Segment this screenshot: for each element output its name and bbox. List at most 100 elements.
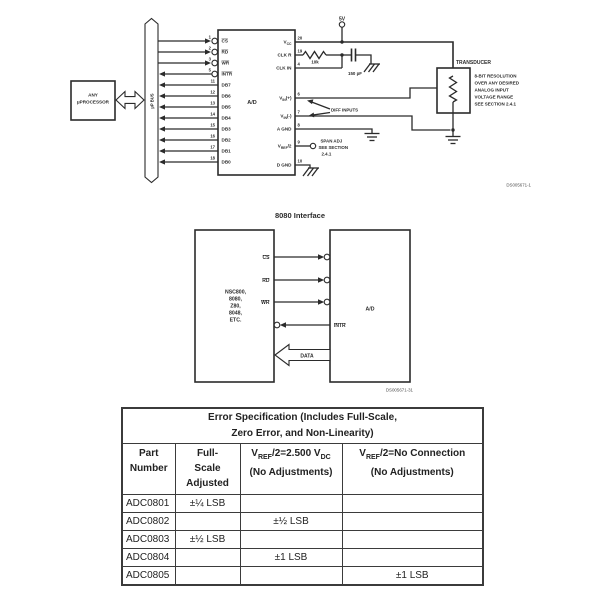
span-adjust: SPAN ADJ SEE SECTION 2.4.1	[295, 139, 348, 157]
svg-text:DB0: DB0	[222, 160, 232, 165]
part-cell: ADC0804	[121, 548, 176, 567]
clock-rc-network: 10k 150 pF	[295, 48, 380, 76]
svg-text:8048,: 8048,	[229, 311, 243, 317]
figure-reference: DS005671-1	[506, 183, 531, 188]
svg-text:20: 20	[298, 36, 303, 41]
svg-text:DATA: DATA	[300, 353, 314, 359]
chassis-ground-icon	[363, 63, 380, 73]
vref-nc-cell	[341, 494, 484, 513]
svg-text:RD: RD	[262, 278, 270, 284]
ad-converter-chip: A/D	[217, 29, 296, 176]
signal-rd: RD	[262, 276, 331, 284]
signal-cs: CS	[263, 253, 331, 261]
svg-text:1: 1	[209, 35, 212, 40]
processor-box: ANY µPROCESSOR	[70, 80, 116, 121]
svg-text:NSC800,: NSC800,	[225, 290, 247, 296]
svg-text:16: 16	[210, 134, 215, 139]
header-vref-set: VREF/2=2.500 VDC (No Adjustments)	[239, 443, 343, 495]
svg-text:Z80,: Z80,	[230, 304, 241, 310]
resistor-10k	[302, 50, 327, 60]
svg-text:14: 14	[210, 112, 215, 117]
svg-text:DB4: DB4	[222, 116, 232, 121]
part-cell: ADC0803	[121, 530, 176, 549]
svg-text:2: 2	[209, 46, 212, 51]
svg-text:A GND: A GND	[277, 127, 292, 132]
svg-text:3: 3	[209, 57, 212, 62]
vref-nc-cell	[341, 512, 484, 531]
svg-text:DB7: DB7	[222, 83, 232, 88]
table-caption-row: Error Specification (Includes Full-Scale…	[121, 407, 484, 444]
part-cell: ADC0801	[121, 494, 176, 513]
svg-text:6: 6	[298, 92, 301, 97]
header-vref-nc: VREF/2=No Connection (No Adjustments)	[341, 443, 484, 495]
left-pin-numbers: 1 2 3 5 11 12 13 14 15 16 17 18	[209, 35, 216, 161]
svg-text:INTR: INTR	[334, 323, 346, 329]
svg-text:DB1: DB1	[222, 149, 232, 154]
svg-text:CS: CS	[222, 39, 228, 44]
bus-label: µP BUS	[150, 93, 155, 108]
svg-text:10: 10	[298, 159, 303, 164]
vref-set-cell: ±1 LSB	[239, 548, 343, 567]
potentiometer	[448, 75, 458, 103]
svg-text:DB2: DB2	[222, 138, 232, 143]
processor-label-line1: ANY	[88, 93, 98, 98]
table-header-row: Part Number Full- Scale Adjusted VREF/2=…	[121, 443, 484, 495]
capacitor-label: 150 pF	[348, 71, 362, 76]
svg-text:7: 7	[298, 110, 301, 115]
analog-input-wires: DIFF INPUTS	[295, 85, 451, 131]
ad-block: A/D	[329, 229, 411, 383]
supply-label: 5V	[339, 17, 346, 23]
svg-text:DB5: DB5	[222, 105, 232, 110]
svg-text:15: 15	[210, 123, 215, 128]
svg-text:RD: RD	[222, 50, 229, 55]
svg-text:17: 17	[210, 145, 215, 150]
svg-text:9: 9	[298, 140, 301, 145]
digital-ground	[295, 164, 319, 177]
vref-set-cell: ±½ LSB	[239, 512, 343, 531]
chassis-ground-icon	[302, 167, 319, 177]
chip-label: A/D	[247, 100, 257, 106]
supply-5v: 5V	[338, 17, 346, 44]
svg-text:13: 13	[210, 101, 215, 106]
microprocessor-bus: µP BUS	[144, 17, 159, 184]
svg-text:4: 4	[298, 62, 301, 67]
svg-text:ANALOG INPUT: ANALOG INPUT	[475, 88, 510, 93]
full-scale-cell: ±½ LSB	[174, 530, 241, 549]
svg-text:CLK R: CLK R	[277, 53, 292, 58]
svg-text:DB3: DB3	[222, 127, 232, 132]
svg-text:8-BIT RESOLUTION: 8-BIT RESOLUTION	[475, 74, 517, 79]
resistor-label: 10k	[311, 60, 319, 65]
vref-set-cell	[239, 530, 343, 549]
diff-inputs-label: DIFF INPUTS	[331, 108, 358, 113]
svg-text:18: 18	[210, 156, 215, 161]
header-full-scale: Full- Scale Adjusted	[174, 443, 241, 495]
error-spec-table: Error Specification (Includes Full-Scale…	[121, 407, 484, 586]
processor-block: NSC800, 8080, Z80, 8048, ETC.	[194, 229, 275, 383]
svg-text:CLK IN: CLK IN	[276, 66, 292, 71]
vref-set-cell	[239, 494, 343, 513]
svg-text:SEE SECTION: SEE SECTION	[319, 145, 349, 150]
signal-wr: WR	[261, 298, 331, 306]
svg-text:ETC.: ETC.	[230, 318, 242, 324]
svg-text:SPAN ADJ: SPAN ADJ	[321, 139, 343, 144]
table-row: ADC0801 ±¼ LSB	[121, 494, 484, 513]
transducer-note: 8-BIT RESOLUTION OVER ANY DESIRED ANALOG…	[475, 74, 520, 107]
chip-label: A/D	[366, 307, 375, 313]
table-row: ADC0803 ±½ LSB	[121, 530, 484, 549]
table-row: ADC0804 ±1 LSB	[121, 548, 484, 567]
full-scale-cell	[174, 548, 241, 567]
part-cell: ADC0802	[121, 512, 176, 531]
svg-text:VREF/2: VREF/2	[278, 144, 292, 150]
full-scale-cell	[174, 566, 241, 586]
svg-text:VOLTAGE RANGE: VOLTAGE RANGE	[475, 95, 514, 100]
transducer: TRANSDUCER	[436, 60, 491, 145]
figure-title: 8080 Interface	[275, 211, 325, 220]
table-row: ADC0805 ±1 LSB	[121, 566, 484, 586]
svg-text:INTR: INTR	[222, 72, 233, 77]
svg-text:VIN(+): VIN(+)	[279, 96, 292, 102]
svg-text:DB6: DB6	[222, 94, 232, 99]
8080-interface-figure: 8080 Interface NSC800, 8080, Z80, 8048, …	[194, 211, 414, 393]
part-cell: ADC0805	[121, 566, 176, 586]
full-scale-cell: ±¼ LSB	[174, 494, 241, 513]
typical-application-circuit-figure: ANY µPROCESSOR µP BUS 1 2	[70, 17, 532, 188]
